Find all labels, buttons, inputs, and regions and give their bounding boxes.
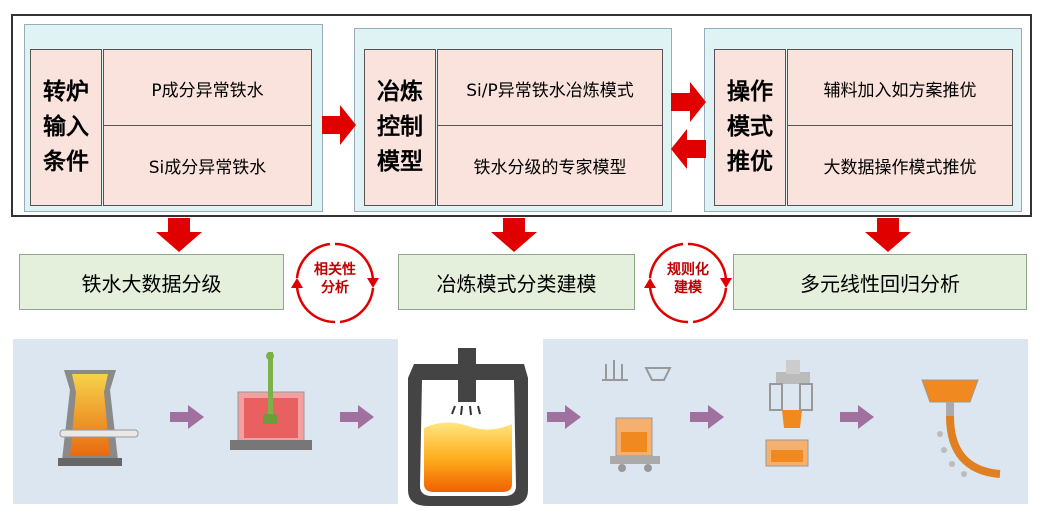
arrow-down-2 xyxy=(491,218,537,252)
cycle-icon-2 xyxy=(644,242,732,324)
cell-expert-model: 铁水分级的专家模型 xyxy=(437,125,663,206)
cell-p-abnormal: P成分异常铁水 xyxy=(103,49,312,128)
input-conditions-label: 转炉输入条件 xyxy=(30,49,102,206)
arrow-down-1 xyxy=(156,218,202,252)
arrow-right-2 xyxy=(671,82,706,122)
smelting-model-label: 冶炼控制模型 xyxy=(364,49,436,206)
cycle-label-correlation: 相关性分析 xyxy=(314,262,356,296)
continuous-caster-icon xyxy=(921,379,1001,478)
alloy-addition-icon xyxy=(602,360,672,472)
cell-si-abnormal: Si成分异常铁水 xyxy=(103,125,312,206)
blast-furnace-icon xyxy=(58,370,139,466)
refining-station-icon xyxy=(765,360,813,467)
method-hotmetal-grading: 铁水大数据分级 xyxy=(19,254,284,310)
converter-icon xyxy=(408,348,528,506)
cell-additive-plan: 辅料加入如方案推优 xyxy=(787,49,1013,128)
method-regression-analysis: 多元线性回归分析 xyxy=(733,254,1027,310)
hot-metal-ladle-icon xyxy=(230,352,312,450)
operation-optimize-label: 操作模式推优 xyxy=(714,49,786,206)
cycle-label-rule-modeling: 规则化建模 xyxy=(667,262,709,296)
arrow-down-3 xyxy=(865,218,911,252)
arrow-right-1 xyxy=(322,105,356,145)
method-classification-modeling: 冶炼模式分类建模 xyxy=(398,254,635,310)
cycle-icon-1 xyxy=(291,242,379,324)
cell-bigdata-mode: 大数据操作模式推优 xyxy=(787,125,1013,206)
arrow-left-3 xyxy=(671,129,706,169)
cell-sip-smelting-mode: Si/P异常铁水冶炼模式 xyxy=(437,49,663,128)
